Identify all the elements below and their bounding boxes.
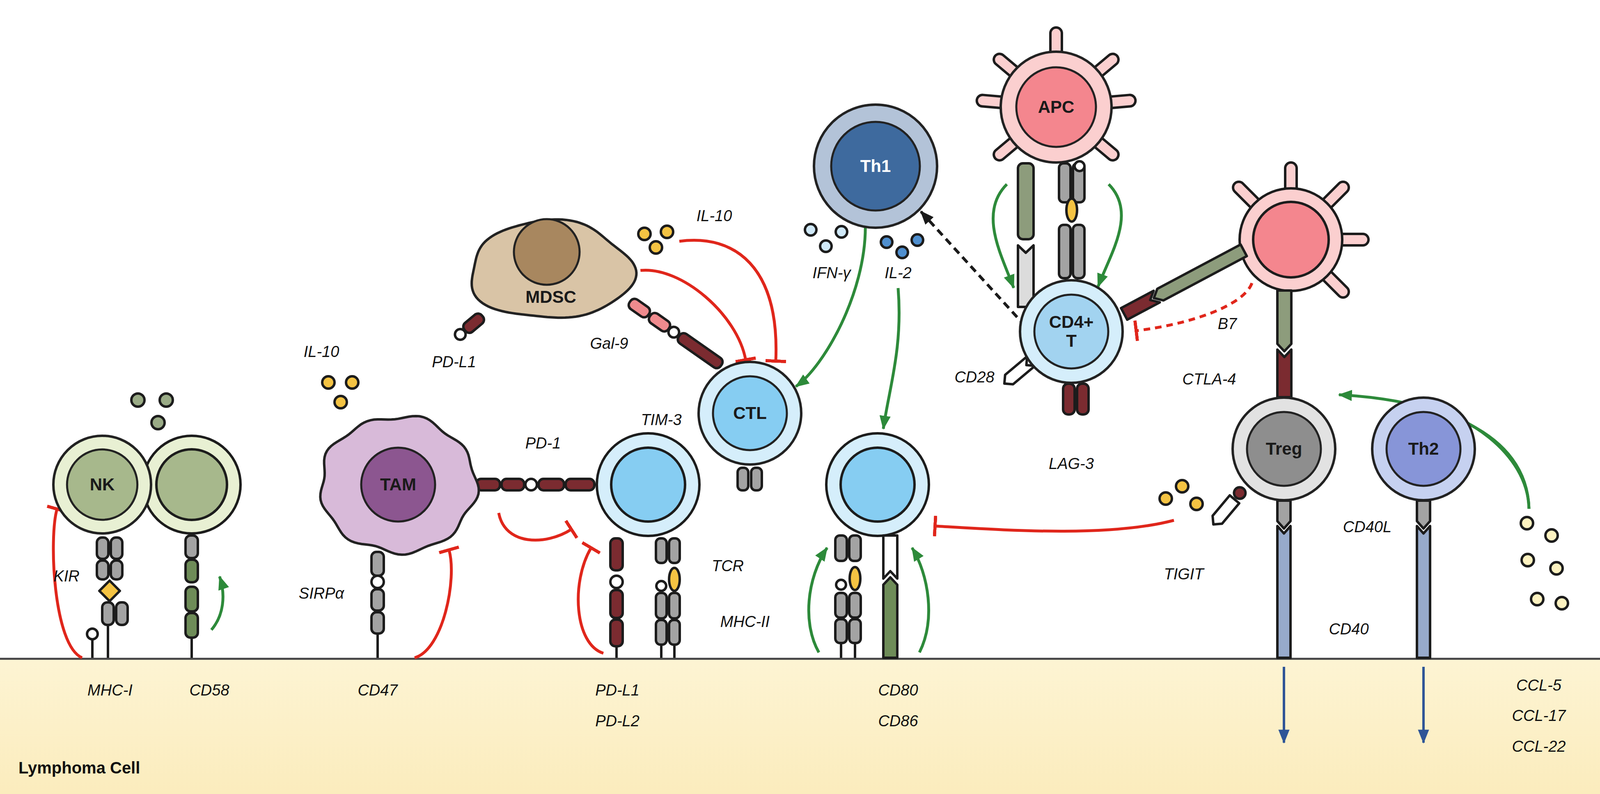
node-label: Th2	[1408, 439, 1440, 459]
molecule-label: PD-L1	[431, 353, 477, 372]
molecule-label: MHC-I	[87, 682, 133, 700]
nk-cell: NK	[51, 433, 154, 536]
connector	[414, 550, 452, 658]
node-label: Treg	[1265, 439, 1303, 459]
molecule-label: CD40	[1328, 621, 1369, 639]
molecule-label: KIR	[53, 568, 80, 586]
molecule-label: CTLA-4	[1182, 371, 1237, 389]
molecule-label: CD40L	[1343, 518, 1392, 537]
text-holder: Treg	[1230, 395, 1338, 503]
connector	[640, 270, 746, 360]
text-holder: MDSC	[458, 213, 644, 328]
molecule-label: B7	[1217, 315, 1237, 333]
molecule-label: MHC-II	[720, 613, 770, 631]
connector	[53, 509, 83, 659]
ctl-cell: CTL	[696, 359, 804, 467]
nk-cell-blank	[142, 435, 241, 534]
node-label: NK	[89, 475, 115, 495]
molecule-label: CCL-22	[1512, 738, 1566, 756]
node-label: MDSC	[525, 287, 577, 307]
node-label: Th1	[860, 156, 892, 176]
node-label: CD4+ T	[1046, 312, 1097, 351]
text-holder: Th1	[811, 102, 940, 230]
molecule-label: TIGIT	[1163, 566, 1204, 584]
connector	[920, 211, 1026, 327]
node-label: Lymphoma Cell	[18, 758, 140, 778]
text-holder: Lymphoma Cell	[0, 660, 1600, 794]
molecule-label: CCL-5	[1516, 677, 1562, 695]
node-label: APC	[1038, 97, 1075, 117]
molecule-label: CCL-17	[1512, 707, 1566, 725]
molecule-label: CD58	[189, 682, 230, 700]
molecule-label: IL-10	[696, 207, 733, 225]
text-holder: CTL	[696, 359, 804, 467]
molecule-label: TIM-3	[640, 411, 682, 429]
molecule-label: IFN-γ	[812, 264, 851, 282]
treg-cell: Treg	[1230, 395, 1338, 503]
mdsc-cell: MDSC	[458, 213, 644, 328]
connector	[1097, 184, 1122, 287]
molecule-label: CD86	[877, 712, 918, 731]
molecule-label: PD-1	[525, 435, 562, 453]
node-label: TAM	[380, 475, 417, 495]
apc-cell: APC	[974, 25, 1139, 190]
text-holder: NK	[51, 433, 154, 536]
connector	[795, 227, 866, 387]
cytokine-dots	[131, 224, 1568, 610]
molecule-label: Gal-9	[590, 335, 629, 353]
th2-cell: Th2	[1370, 395, 1477, 503]
nk-receptors	[87, 535, 223, 658]
treg-receptors	[1208, 290, 1529, 743]
text-holder: TAM	[311, 408, 485, 561]
apc-receptors	[1000, 161, 1252, 415]
lymphoma-band: Lymphoma Cell	[0, 657, 1600, 794]
apc-blank	[1238, 168, 1363, 292]
node-label: CTL	[733, 403, 767, 423]
connector	[992, 184, 1014, 288]
blob-outline	[458, 213, 644, 328]
text-holder: CD4+ T	[1017, 278, 1125, 386]
molecule-label: CD80	[877, 682, 918, 700]
molecule-label: CD47	[357, 682, 398, 700]
molecule-label: PD-L1	[595, 682, 640, 700]
text-holder: APC	[974, 25, 1139, 190]
cd4-t-cell: CD4+ T	[1017, 278, 1125, 386]
tam-cell: TAM	[311, 408, 485, 561]
molecule-label: PD-L2	[595, 712, 640, 731]
molecule-label: LAG-3	[1048, 455, 1094, 473]
molecule-label: SIRPα	[298, 585, 344, 603]
molecule-label: IL-2	[884, 264, 912, 282]
molecule-label: TCR	[711, 557, 744, 576]
text-holder: Th2	[1370, 395, 1477, 503]
molecule-label: CD28	[954, 369, 995, 387]
molecule-label: IL-10	[303, 343, 340, 361]
th1-cell: Th1	[811, 102, 940, 230]
